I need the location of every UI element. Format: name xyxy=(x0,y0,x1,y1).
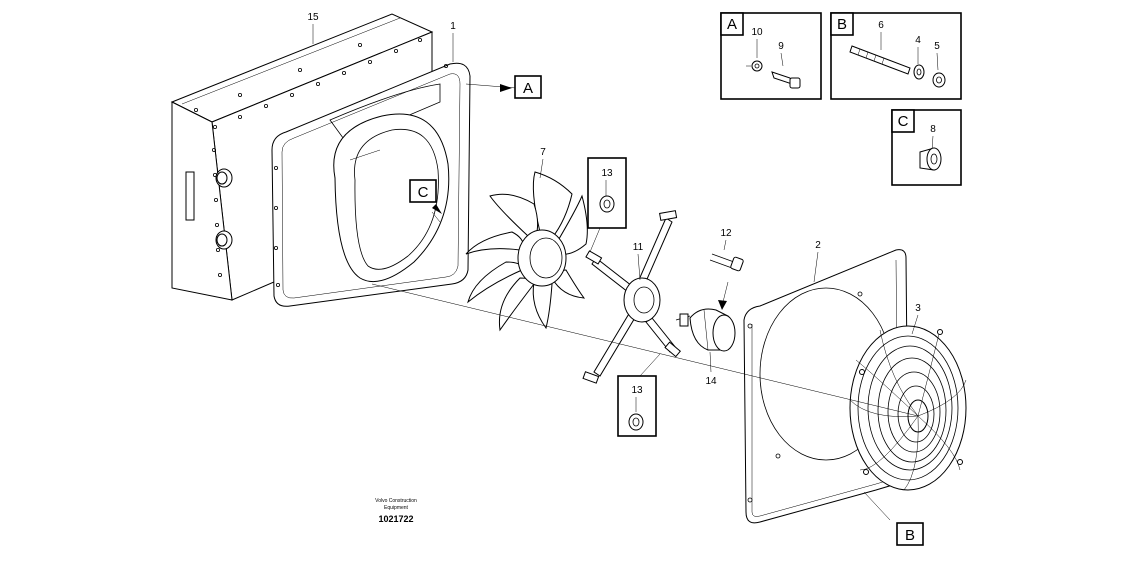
callout-4: 4 xyxy=(915,35,921,46)
callout-14: 14 xyxy=(705,376,717,387)
svg-text:B: B xyxy=(905,527,915,544)
callout-11: 11 xyxy=(633,242,644,253)
ref-tag-a: A xyxy=(500,75,542,99)
callout-3: 3 xyxy=(915,303,921,314)
washer-detail-bottom: 13 xyxy=(617,353,661,437)
guard-grille xyxy=(849,325,967,491)
detail-b-tag: B xyxy=(837,16,847,33)
fan-impeller xyxy=(465,171,588,332)
svg-text:C: C xyxy=(418,184,429,201)
callout-7: 7 xyxy=(540,147,546,158)
callout-13-top: 13 xyxy=(601,168,613,179)
callouts: 15 1 7 11 12 2 3 14 xyxy=(307,12,921,387)
callout-12: 12 xyxy=(720,228,732,239)
callout-10: 10 xyxy=(751,27,763,38)
radiator-ports xyxy=(215,168,233,250)
svg-text:A: A xyxy=(523,80,533,97)
detail-a: A 10 9 xyxy=(720,12,822,100)
callout-1: 1 xyxy=(450,21,456,32)
callout-8: 8 xyxy=(930,124,936,135)
ref-tag-c: C xyxy=(409,179,442,214)
fan-motor xyxy=(675,308,736,352)
brand-line-1: Volvo Construction xyxy=(375,498,417,504)
callout-5: 5 xyxy=(934,41,940,52)
footer: Volvo Construction Equipment 1021722 xyxy=(375,498,417,524)
washer-detail-top: 13 xyxy=(587,157,627,253)
fan-shroud xyxy=(271,62,471,307)
callout-13-bottom: 13 xyxy=(631,385,643,396)
radiator-bolts xyxy=(193,38,422,277)
brand-line-2: Equipment xyxy=(384,505,409,511)
detail-b: B 6 4 5 xyxy=(830,12,962,100)
detail-c: C 8 xyxy=(891,109,962,186)
detail-a-tag: A xyxy=(727,16,737,33)
document-number: 1021722 xyxy=(378,514,413,524)
callout-2: 2 xyxy=(815,240,821,251)
bolt-12 xyxy=(709,253,744,272)
callout-6: 6 xyxy=(878,20,884,31)
callout-15: 15 xyxy=(307,12,319,23)
detail-c-tag: C xyxy=(898,113,909,130)
callout-9: 9 xyxy=(778,41,784,52)
ref-tag-b: B xyxy=(896,522,924,546)
fan-mount-spider xyxy=(582,210,681,384)
